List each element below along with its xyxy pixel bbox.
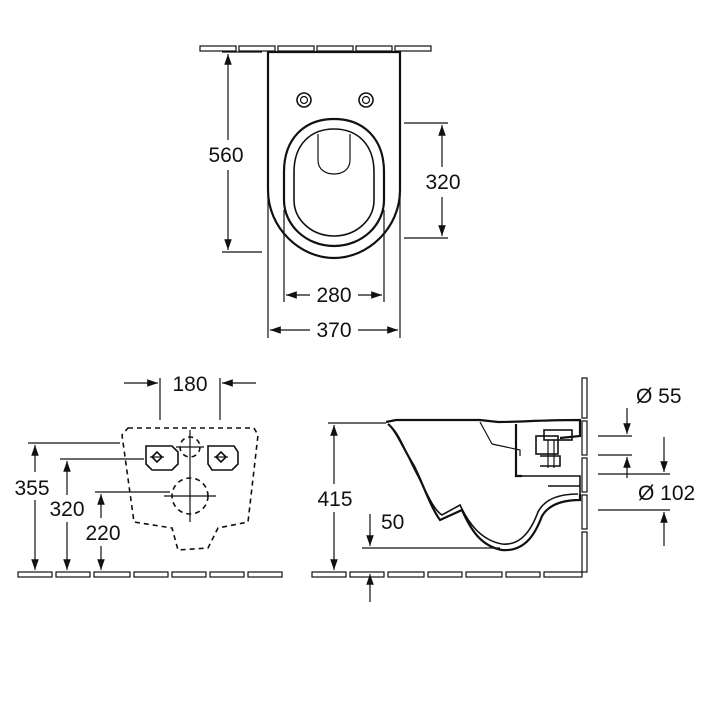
dim-50-label: 50 bbox=[381, 511, 404, 534]
side-top-rim bbox=[385, 418, 582, 440]
side-flush-line bbox=[479, 421, 493, 445]
front-bolt-brackets bbox=[145, 445, 239, 471]
top-seat-outer bbox=[282, 117, 386, 248]
top-seat-inner bbox=[293, 128, 375, 237]
dim-320-top-label: 320 bbox=[425, 171, 460, 194]
dim-diameter-55-label: Ø 55 bbox=[636, 385, 682, 408]
top-rim-opening bbox=[317, 134, 351, 175]
dim-355-label: 355 bbox=[14, 477, 49, 500]
side-bowl-outer bbox=[387, 423, 582, 552]
dim-diameter-102-label: Ø 102 bbox=[638, 482, 695, 505]
dim-180-label: 180 bbox=[172, 373, 207, 396]
side-inlet-fittings bbox=[514, 424, 581, 494]
side-wall-strip bbox=[581, 377, 588, 573]
dim-370-label: 370 bbox=[316, 319, 351, 342]
dim-280-label: 280 bbox=[316, 284, 351, 307]
top-view: 560 320 280 370 bbox=[199, 45, 461, 342]
top-fixing-holes bbox=[296, 92, 374, 108]
dim-560-label: 560 bbox=[208, 144, 243, 167]
side-bowl-inner bbox=[393, 429, 579, 545]
dim-415-label: 415 bbox=[317, 488, 352, 511]
front-floor-strip bbox=[17, 571, 283, 578]
top-wall-strip bbox=[199, 45, 432, 52]
front-view: 180 355 320 220 bbox=[14, 373, 283, 578]
dim-220-label: 220 bbox=[85, 522, 120, 545]
side-view: 415 50 Ø 55 Ø 102 bbox=[311, 377, 695, 602]
top-outer-shell bbox=[266, 50, 402, 260]
front-dashed-outline bbox=[121, 427, 259, 551]
dim-320-front-label: 320 bbox=[49, 498, 84, 521]
side-floor-strip bbox=[311, 571, 583, 578]
